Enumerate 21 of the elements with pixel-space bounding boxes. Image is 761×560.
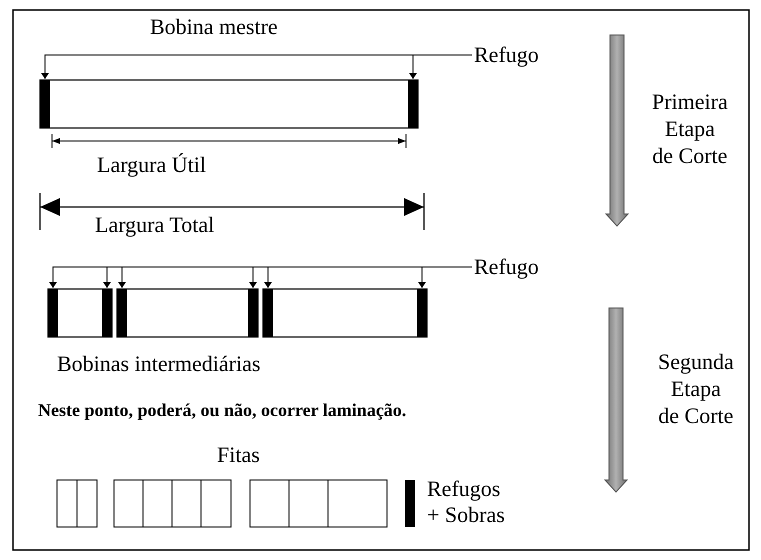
waste-strip bbox=[408, 80, 418, 128]
stage-label: Primeira Etapa de Corte bbox=[652, 88, 728, 169]
waste-strip bbox=[102, 289, 112, 337]
waste-strip bbox=[263, 289, 273, 337]
waste-strip bbox=[48, 289, 58, 337]
waste-strip bbox=[417, 289, 427, 337]
title-label: Bobina mestre bbox=[150, 14, 278, 40]
leader-line bbox=[409, 54, 472, 80]
dimension-label: Largura Total bbox=[95, 212, 214, 238]
waste-strip bbox=[40, 80, 50, 128]
dimension-label: Largura Útil bbox=[97, 152, 206, 178]
stage-label: Segunda Etapa de Corte bbox=[658, 348, 734, 429]
waste-label: Refugo bbox=[474, 42, 539, 68]
legend-text: Refugos + Sobras bbox=[427, 476, 506, 528]
waste-strip bbox=[248, 289, 258, 337]
ribbon-label: Fitas bbox=[217, 442, 260, 468]
leader-line bbox=[418, 266, 472, 288]
roll-label: Bobinas intermediárias bbox=[57, 351, 260, 377]
waste-label: Refugo bbox=[474, 254, 539, 280]
note-text: Neste ponto, poderá, ou não, ocorrer laminação. bbox=[38, 399, 406, 422]
waste-strip bbox=[117, 289, 127, 337]
